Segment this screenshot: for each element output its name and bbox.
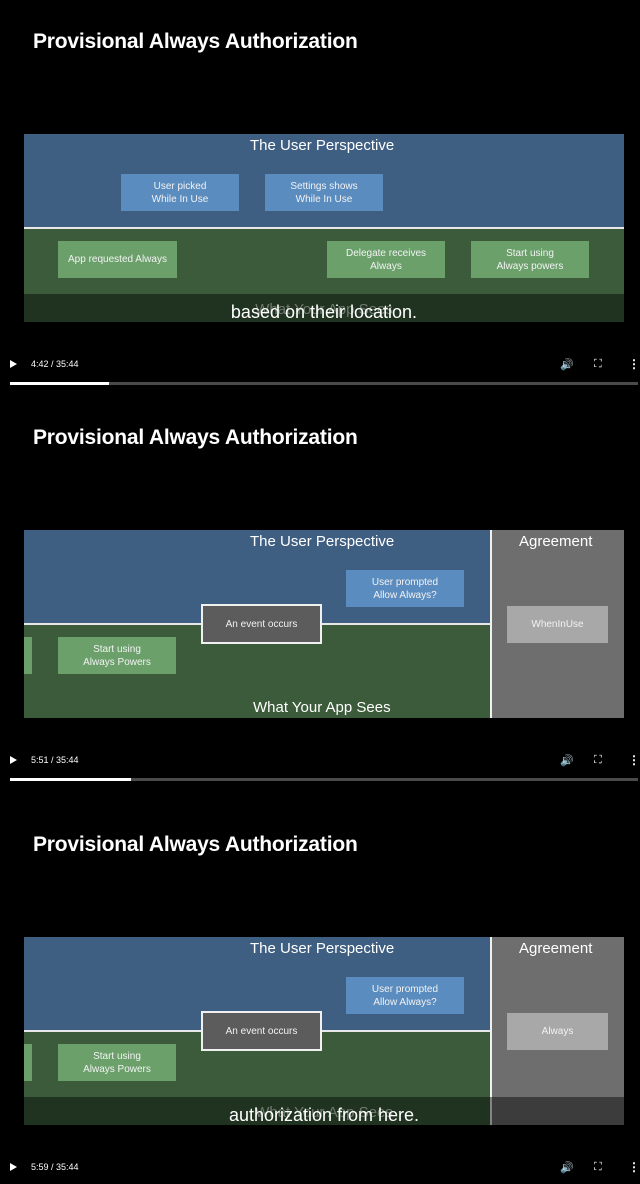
volume-icon[interactable]: 🔊: [560, 1162, 574, 1174]
video-frame-1: Provisional Always Authorization The Use…: [0, 0, 640, 392]
video-frame-2: Provisional Always Authorization The Use…: [0, 396, 640, 788]
agreement-label: Agreement: [519, 533, 593, 550]
caption-backdrop: [24, 294, 624, 322]
subtitle-caption: authorization from here.: [228, 1105, 420, 1125]
slide-diagram: The User Perspective User prompted Allow…: [24, 530, 624, 718]
subtitle-caption: based on their location.: [230, 302, 418, 322]
agreement-value-box: Always: [507, 1013, 608, 1050]
time-display: 4:42 / 35:44: [31, 359, 79, 369]
event-occurs-box: An event occurs: [201, 604, 322, 644]
more-vert-icon[interactable]: ⋮: [628, 753, 640, 767]
agreement-label: Agreement: [519, 940, 593, 957]
user-perspective-label: The User Perspective: [250, 533, 395, 550]
fullscreen-icon[interactable]: ⛶: [594, 754, 602, 766]
time-display: 5:59 / 35:44: [31, 1162, 79, 1172]
video-frame-3: Provisional Always Authorization The Use…: [0, 803, 640, 1184]
edge-box: [24, 637, 32, 674]
user-perspective-label: The User Perspective: [250, 940, 395, 957]
slide-title: Provisional Always Authorization: [33, 426, 358, 449]
delegate-receives-box: Delegate receives Always: [327, 241, 445, 278]
progress-fill: [10, 382, 110, 385]
volume-icon[interactable]: 🔊: [560, 755, 574, 767]
more-vert-icon[interactable]: ⋮: [628, 1160, 640, 1174]
player-controls: 5:51 / 35:44 🔊 ⛶ ⋮: [0, 752, 640, 772]
start-using-box: Start using Always Powers: [58, 1044, 176, 1081]
player-controls: 4:42 / 35:44 🔊 ⛶ ⋮: [0, 356, 640, 376]
edge-box: [24, 1044, 32, 1081]
fullscreen-icon[interactable]: ⛶: [594, 358, 602, 370]
play-icon[interactable]: [10, 360, 17, 368]
more-vert-icon[interactable]: ⋮: [628, 357, 640, 371]
user-perspective-label: The User Perspective: [250, 137, 395, 154]
user-prompted-box: User prompted Allow Always?: [346, 570, 464, 607]
slide-diagram: The User Perspective User prompted Allow…: [24, 937, 624, 1125]
slide-title: Provisional Always Authorization: [33, 30, 358, 53]
progress-track[interactable]: [10, 382, 638, 385]
start-using-box: Start using Always Powers: [58, 637, 176, 674]
divider-line: [24, 227, 624, 229]
slide-diagram: The User Perspective User picked While I…: [24, 134, 624, 322]
start-using-box: Start using Always powers: [471, 241, 589, 278]
app-sees-label: What Your App Sees: [253, 699, 391, 716]
play-icon[interactable]: [10, 1163, 17, 1171]
user-prompted-box: User prompted Allow Always?: [346, 977, 464, 1014]
app-requested-box: App requested Always: [58, 241, 177, 278]
event-occurs-box: An event occurs: [201, 1011, 322, 1051]
progress-fill: [10, 778, 132, 781]
play-icon[interactable]: [10, 756, 17, 764]
slide-title: Provisional Always Authorization: [33, 833, 358, 856]
time-display: 5:51 / 35:44: [31, 755, 79, 765]
player-controls: 5:59 / 35:44 🔊 ⛶ ⋮: [0, 1159, 640, 1179]
progress-track[interactable]: [10, 778, 638, 781]
user-picked-box: User picked While In Use: [121, 174, 239, 211]
settings-shows-box: Settings shows While In Use: [265, 174, 383, 211]
fullscreen-icon[interactable]: ⛶: [594, 1161, 602, 1173]
app-sees-label: What Your App Sees: [255, 1104, 393, 1121]
volume-icon[interactable]: 🔊: [560, 359, 574, 371]
agreement-value-box: WhenInUse: [507, 606, 608, 643]
app-sees-label: What Your App Sees: [255, 301, 393, 318]
caption-backdrop: [24, 1097, 624, 1125]
